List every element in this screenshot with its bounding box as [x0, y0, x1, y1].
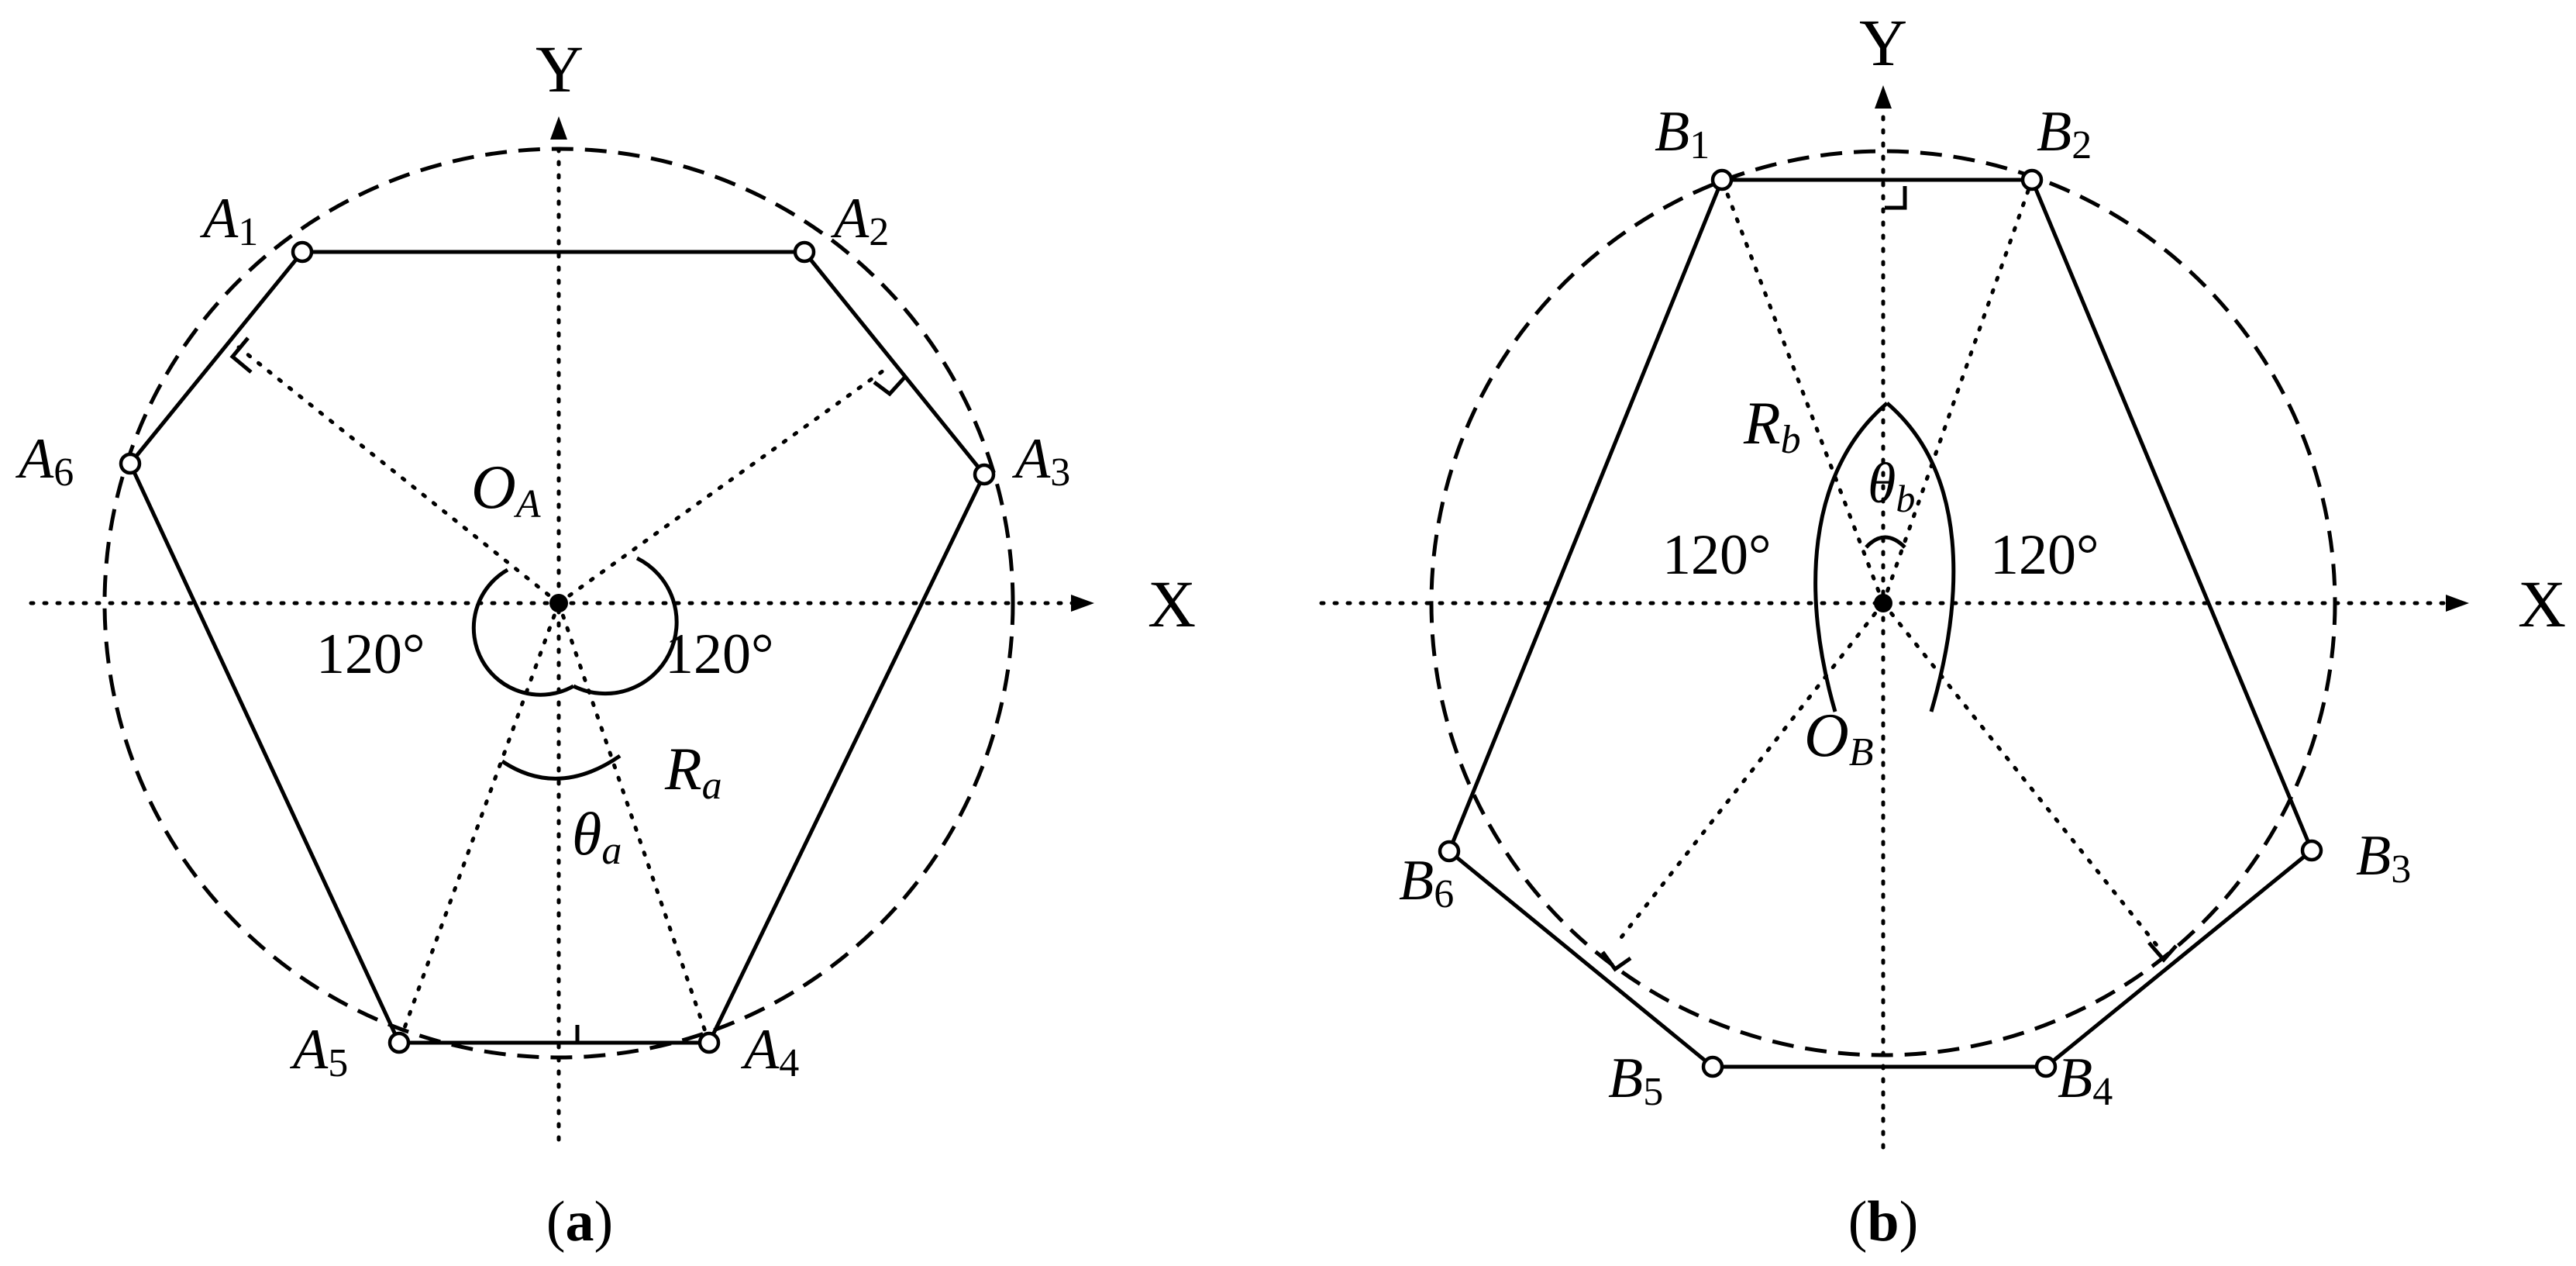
panel-b-radius-label: Rb: [1743, 389, 1801, 462]
panel-a-dotted-lines: [236, 345, 886, 1045]
panel-b-x-arrow: [2446, 595, 2469, 612]
panel-a-angle-left: 120°: [316, 623, 425, 686]
panel-a-center-label: OA: [471, 454, 541, 526]
panel-a-vertex-label-1: A1: [199, 187, 258, 254]
panel-b-center-dot: [1874, 594, 1892, 612]
panel-b-axis-y-label: Y: [1859, 5, 1907, 80]
panel-b-vertex-label-3: B3: [2356, 824, 2411, 892]
panel-a-axis-x-label: X: [1148, 567, 1196, 641]
panel-a-right-angle-marks: [229, 336, 907, 1045]
panel-a-vertex-label-3: A3: [1011, 427, 1070, 495]
panel-b-vertex-label-1: B1: [1655, 100, 1710, 167]
panel-a-radius-label: Ra: [664, 735, 722, 808]
panel-a-angle-arcs: [471, 556, 679, 781]
panel-a-axis-y-label: Y: [536, 32, 584, 106]
panel-a-center-dot: [549, 594, 568, 612]
panel-b-theta-label: θb: [1868, 452, 1915, 520]
panel-b-caption: (b): [1848, 1190, 1918, 1254]
panel-b-center-label: OB: [1804, 702, 1874, 774]
panel-b-y-arrow: [1875, 85, 1892, 109]
panel-a-vertex-label-2: A2: [830, 187, 889, 254]
panel-a-vertex-label-4: A4: [740, 1018, 799, 1085]
panel-a-y-arrow: [550, 116, 567, 140]
panel-b-vertex-label-6: B6: [1399, 849, 1454, 916]
panel-b-right-angle-marks: [1600, 186, 2178, 972]
panel-b-vertex-label-5: B5: [1608, 1047, 1663, 1114]
panel-b-angle-left: 120°: [1662, 523, 1772, 587]
panel-a-vertex-label-5: A5: [289, 1018, 348, 1085]
panel-a: Y X A1 A2 A3 A4 A5 A6 OA 120° 120° Ra θa…: [15, 32, 1196, 1254]
panel-a-vertex-markers: [119, 240, 996, 1054]
panel-b-axis-x-label: X: [2518, 567, 2566, 641]
panel-b-vertex-label-2: B2: [2037, 100, 2092, 167]
panel-a-caption: (a): [546, 1190, 613, 1254]
panel-b-angle-arcs: [1813, 402, 1956, 712]
panel-b-angle-right: 120°: [1990, 523, 2099, 587]
panel-a-vertex-label-6: A6: [15, 427, 74, 495]
panel-b-hexagon: [1447, 178, 2314, 1069]
panel-a-theta-label: θa: [572, 800, 622, 873]
panel-b-vertex-markers: [1438, 168, 2323, 1078]
panel-b: Y X B1 B2 B3 B4 B5 B6 OB 120° 120° Rb θb…: [1319, 5, 2566, 1254]
panel-a-x-arrow: [1071, 595, 1094, 612]
panel-b-vertex-label-4: B4: [2058, 1047, 2113, 1114]
panel-a-angle-right: 120°: [665, 623, 774, 686]
panel-b-dotted-lines: [1613, 178, 2164, 954]
panel-a-hexagon: [128, 250, 987, 1045]
